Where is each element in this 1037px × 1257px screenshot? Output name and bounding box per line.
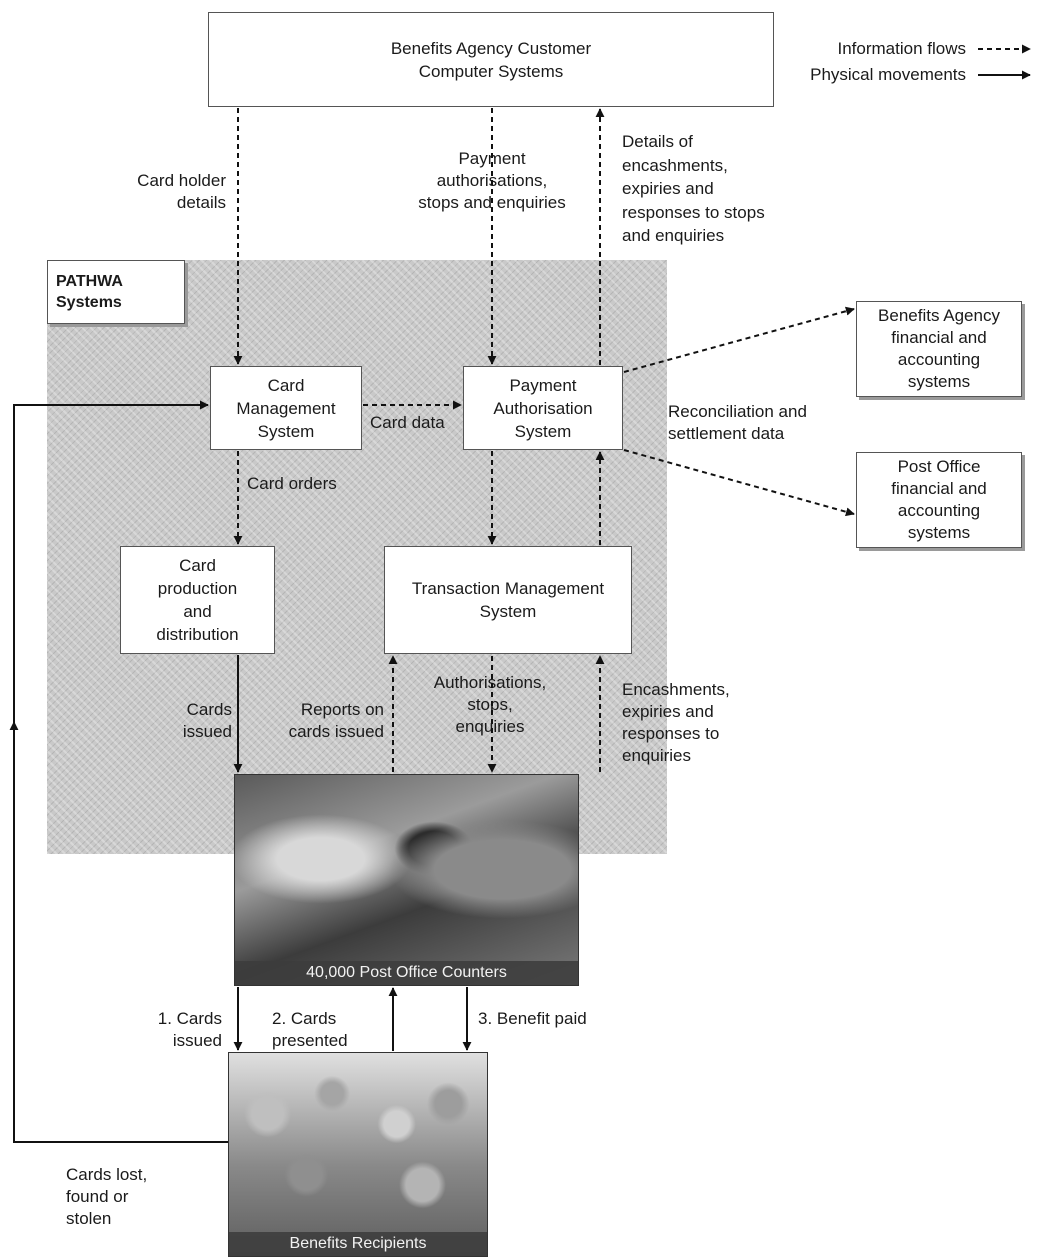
benefits-recipients-photo: Benefits Recipients xyxy=(228,1052,488,1257)
post-office-financial-systems-box: Post Office financial and accounting sys… xyxy=(856,452,1022,548)
benefits-recipients-caption: Benefits Recipients xyxy=(229,1232,487,1256)
card-production-distribution-box: Card production and distribution xyxy=(120,546,275,654)
legend-physical-movements: Physical movements xyxy=(810,65,966,84)
label-encashments-expiries: Encashments, expiries and responses to e… xyxy=(622,680,730,765)
arrow-cards-lost-return xyxy=(13,400,209,722)
card-management-system-box: Card Management System xyxy=(210,366,362,450)
label-3-benefit-paid: 3. Benefit paid xyxy=(478,1009,587,1028)
arrow-to-ba-financial xyxy=(623,306,855,373)
arrow-cards-lost-loop xyxy=(9,721,228,1143)
label-cards-lost-found-stolen: Cards lost, found or stolen xyxy=(66,1165,148,1228)
benefits-agency-financial-systems-box: Benefits Agency financial and accounting… xyxy=(856,301,1022,397)
transaction-management-system-box: Transaction Management System xyxy=(384,546,632,654)
label-cards-issued: Cards issued xyxy=(182,700,232,741)
label-card-data: Card data xyxy=(370,413,445,432)
label-1-cards-issued: 1. Cards issued xyxy=(157,1009,222,1050)
legend-information-flows: Information flows xyxy=(837,39,967,58)
post-office-counter-photo: 40,000 Post Office Counters xyxy=(234,774,579,986)
payment-authorisation-system-box: Payment Authorisation System xyxy=(463,366,623,450)
label-card-holder-details: Card holder details xyxy=(137,171,226,212)
label-reports-on-cards-issued: Reports on cards issued xyxy=(288,700,384,741)
post-office-counters-caption: 40,000 Post Office Counters xyxy=(235,961,578,985)
label-details-of-encashments: Details of encashments, expiries and res… xyxy=(622,132,765,245)
benefits-agency-customer-systems-box: Benefits Agency Customer Computer System… xyxy=(208,12,774,107)
label-2-cards-presented: 2. Cards presented xyxy=(272,1009,348,1050)
label-reconciliation-settlement: Reconciliation and settlement data xyxy=(668,402,807,443)
label-authorisations-stops-enquiries: Authorisations, stops, enquiries xyxy=(433,673,547,736)
label-card-orders: Card orders xyxy=(247,474,337,493)
pathway-systems-title: PATHWA Systems xyxy=(47,260,185,324)
arrow-to-po-financial xyxy=(623,449,855,517)
